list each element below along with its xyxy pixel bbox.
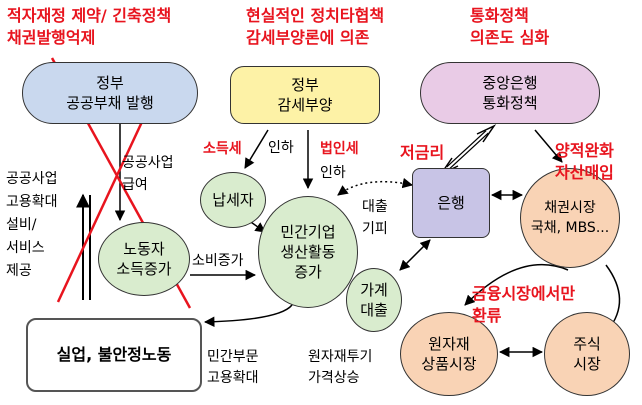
label-cut1: 인하 bbox=[268, 140, 294, 156]
arrow-bank-firms-dotted bbox=[337, 177, 414, 196]
node-line: 국채, MBS... bbox=[530, 220, 610, 236]
node-line: 납세자 bbox=[212, 191, 254, 209]
label-public-projects-left: 공공사업 고용확대 설비/ 서비스 제공 bbox=[6, 168, 58, 283]
node-line: 생산활동 bbox=[280, 243, 336, 261]
node-line: 채권시장 bbox=[544, 200, 596, 216]
central-bank-node: 중앙은행 통화정책 bbox=[420, 62, 600, 124]
label-line: 원자재투기 bbox=[308, 349, 373, 365]
header-center-line2: 감세부양론에 의존 bbox=[246, 28, 370, 47]
label-line: 급여 bbox=[122, 177, 148, 193]
node-line: 정부 bbox=[96, 74, 124, 92]
bond-market-node: 채권시장 국채, MBS... bbox=[520, 168, 620, 268]
node-line: 노동자 bbox=[123, 240, 165, 258]
government-debt-node: 정부 공공부채 발행 bbox=[22, 62, 198, 124]
label-line: 기피 bbox=[362, 221, 388, 237]
node-line: 공공부채 발행 bbox=[66, 94, 154, 112]
header-left-line2: 채권발행억제 bbox=[7, 28, 96, 47]
label-loan-avoid: 대출 기피 bbox=[362, 196, 388, 240]
header-right-line1: 통화정책 bbox=[470, 6, 529, 25]
label-corporate-tax: 법인세 bbox=[320, 141, 359, 157]
header-left: 적자재정 제약/ 긴축정책 채권발행억제 bbox=[7, 5, 171, 49]
stock-market-node: 주식 시장 bbox=[544, 312, 630, 396]
label-income-tax: 소득세 bbox=[203, 141, 242, 157]
node-line: 원자재 bbox=[428, 335, 470, 353]
label-financial-cycle: 금융시장에서만 환류 bbox=[472, 283, 575, 327]
arrow-firms-to-unemployment bbox=[203, 304, 293, 327]
label-line: 양적완화 bbox=[555, 141, 614, 160]
label-line: 공공사업 bbox=[122, 155, 174, 171]
node-line: 상품시장 bbox=[421, 355, 477, 373]
node-line: 증가 bbox=[294, 263, 322, 281]
arrow-tax-to-taxpayer bbox=[244, 129, 269, 169]
label-line: 서비스 bbox=[6, 240, 45, 256]
label-line: 금융시장에서만 bbox=[472, 284, 576, 303]
label-public-wage: 공공사업 급여 bbox=[122, 152, 174, 196]
arrow-central-to-bond bbox=[534, 129, 563, 163]
node-line: 시장 bbox=[573, 355, 601, 373]
header-right-line2: 의존도 심화 bbox=[470, 28, 550, 47]
label-line: 고용확대 bbox=[207, 370, 259, 386]
taxpayer-node: 납세자 bbox=[200, 172, 266, 228]
label-commodity-speculation: 원자재투기 가격상승 bbox=[308, 347, 372, 389]
label-consumption: 소비증가 bbox=[192, 253, 244, 269]
node-line: 민간기업 bbox=[280, 223, 336, 241]
node-line: 실업, 불안정노동 bbox=[56, 345, 172, 364]
arrow-bank-household bbox=[399, 239, 431, 271]
node-line: 가계 bbox=[360, 281, 388, 299]
header-center-line1: 현실적인 정치타협책 bbox=[246, 6, 385, 25]
node-line: 주식 bbox=[573, 335, 601, 353]
label-line: 공공사업 bbox=[6, 171, 58, 187]
node-line: 은행 bbox=[437, 194, 465, 212]
header-center: 현실적인 정치타협책 감세부양론에 의존 bbox=[246, 5, 384, 49]
node-line: 대출 bbox=[360, 301, 388, 319]
label-low-rate: 저금리 bbox=[400, 143, 445, 162]
header-right: 통화정책 의존도 심화 bbox=[470, 5, 549, 49]
label-line: 제공 bbox=[6, 263, 32, 279]
label-line: 민간부문 bbox=[207, 349, 259, 365]
bank-node: 은행 bbox=[412, 168, 490, 238]
header-left-line1: 적자재정 제약/ 긴축정책 bbox=[7, 6, 172, 25]
unemployment-node: 실업, 불안정노동 bbox=[26, 318, 202, 392]
label-line: 자산매입 bbox=[555, 163, 614, 182]
label-line: 환류 bbox=[472, 306, 502, 325]
label-line: 대출 bbox=[362, 199, 388, 215]
node-line: 정부 bbox=[291, 76, 319, 94]
node-line: 소득증가 bbox=[116, 260, 172, 278]
government-tax-node: 정부 감세부양 bbox=[230, 66, 380, 124]
node-line: 통화정책 bbox=[482, 94, 538, 112]
node-line: 중앙은행 bbox=[482, 74, 538, 92]
commodity-market-node: 원자재 상품시장 bbox=[400, 312, 498, 396]
worker-node: 노동자 소득증가 bbox=[98, 222, 190, 296]
household-loan-node: 가계 대출 bbox=[346, 268, 402, 332]
label-qe: 양적완화 자산매입 bbox=[555, 140, 614, 184]
label-private-employment: 민간부문 고용확대 bbox=[207, 347, 259, 389]
label-line: 가격상승 bbox=[308, 370, 360, 386]
label-line: 설비/ bbox=[6, 217, 37, 233]
private-firms-node: 민간기업 생산활동 증가 bbox=[258, 196, 358, 308]
label-line: 고용확대 bbox=[6, 194, 58, 210]
node-line: 감세부양 bbox=[277, 96, 333, 114]
label-cut2: 인하 bbox=[320, 165, 346, 181]
